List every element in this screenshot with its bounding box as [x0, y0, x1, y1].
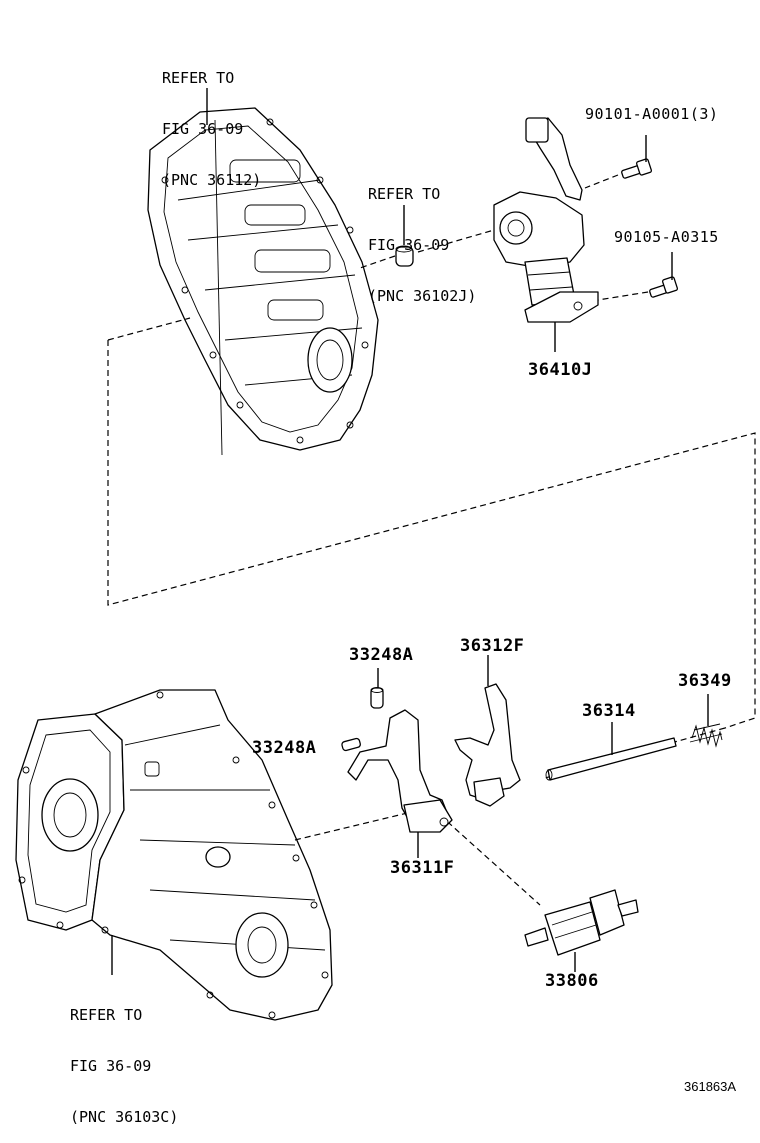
ref-label-36102j: REFER TO FIG 36-09 (PNC 36102J)	[368, 152, 476, 322]
part-label-36312f: 36312F	[460, 636, 525, 656]
ref-36102j-line2: FIG 36-09	[368, 236, 450, 254]
parts-diagram: REFER TO FIG 36-09 (PNC 36112) REFER TO …	[15, 36, 756, 1126]
ref-36103c-line2: FIG 36-09	[70, 1057, 152, 1075]
part-label-33248a-left: 33248A	[252, 738, 317, 758]
lower-housing	[15, 689, 333, 1021]
diagram-drawing	[15, 88, 756, 1021]
spring-36349	[689, 723, 723, 748]
part-label-36349: 36349	[678, 671, 732, 691]
bolt-90105	[649, 276, 678, 298]
pin-33248a-left	[341, 737, 361, 752]
shift-drum-33806	[524, 889, 639, 956]
actuator-36410j	[493, 117, 599, 323]
align-bolt-upper	[584, 174, 619, 189]
ref-36112-line3: (PNC 36112)	[162, 171, 262, 189]
align-fork-drum	[439, 814, 541, 906]
part-label-90105: 90105-A0315	[614, 228, 719, 246]
ref-36103c-line1: REFER TO	[70, 1006, 143, 1024]
ref-36102j-line3: (PNC 36102J)	[368, 287, 477, 305]
part-label-33248a-top: 33248A	[349, 645, 414, 665]
ref-label-36103c: REFER TO FIG 36-09 (PNC 36103C)	[70, 973, 178, 1143]
shift-rail-36314	[545, 737, 677, 781]
part-label-36311f: 36311F	[390, 858, 455, 878]
bushing-36102j	[395, 245, 414, 267]
align-bushing-housing	[359, 255, 396, 269]
ref-36102j-line1: REFER TO	[368, 185, 441, 203]
align-bolt-lower	[597, 291, 649, 301]
part-label-90101: 90101-A0001(3)	[585, 105, 719, 123]
dashed-frame	[107, 340, 756, 729]
dashed-frame-top	[107, 317, 191, 341]
shift-fork-36311f	[347, 709, 453, 833]
align-bushing-actuator	[417, 229, 495, 253]
ref-36112-line2: FIG 36-09	[162, 120, 244, 138]
part-label-33806: 33806	[545, 971, 599, 991]
pin-33248a-top	[370, 687, 384, 709]
part-label-36314: 36314	[582, 701, 636, 721]
ref-36112-line1: REFER TO	[162, 69, 235, 87]
align-housing-fork	[294, 809, 421, 841]
ref-label-36112: REFER TO FIG 36-09 (PNC 36112)	[162, 36, 261, 206]
part-label-36410j: 36410J	[528, 360, 593, 380]
shift-fork-36312f	[454, 683, 521, 807]
figure-code: 361863A	[684, 1079, 737, 1094]
bolt-90101	[621, 158, 652, 179]
upper-housing	[147, 107, 379, 456]
